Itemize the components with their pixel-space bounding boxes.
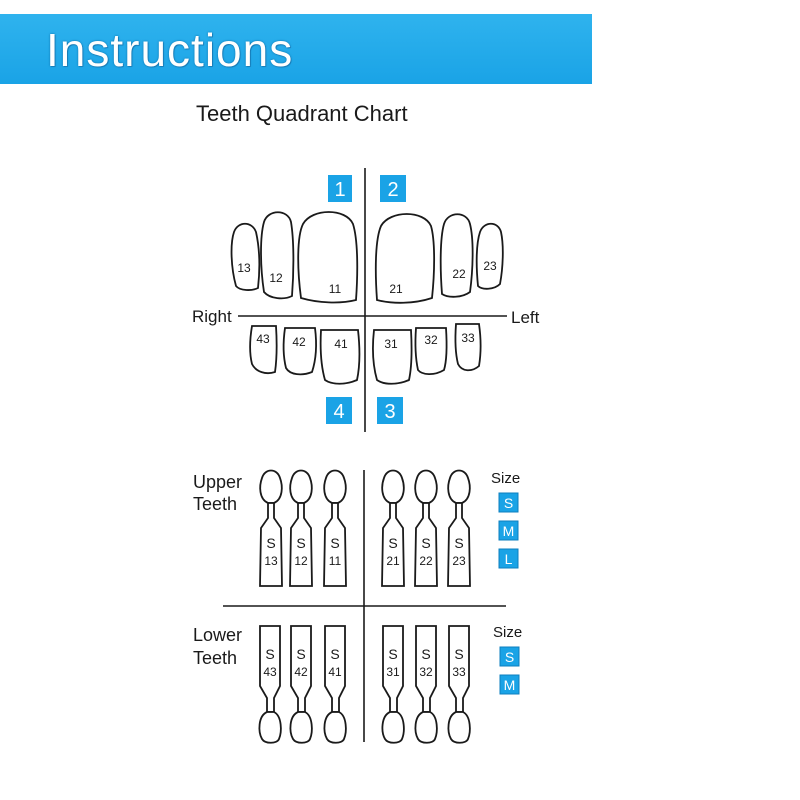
- upper-tray-22: S 22: [414, 469, 438, 587]
- upper-tray-23: S 23: [447, 469, 471, 587]
- svg-text:4: 4: [333, 401, 344, 423]
- svg-text:S: S: [388, 535, 397, 551]
- lower-tray-31: S 31: [381, 625, 405, 744]
- upper-tray-11: S 11: [323, 469, 347, 587]
- svg-text:S: S: [388, 646, 397, 662]
- lower-size-s-badge: S: [499, 646, 520, 667]
- tooth-12: 12: [260, 211, 295, 300]
- svg-text:2: 2: [387, 179, 398, 201]
- svg-text:33: 33: [452, 665, 466, 679]
- quadrant-badge-3: 3: [377, 397, 403, 424]
- upper-tray-13: S 13: [259, 469, 283, 587]
- svg-text:S: S: [330, 535, 339, 551]
- svg-text:S: S: [265, 646, 274, 662]
- tooth-31: 31: [372, 329, 413, 385]
- tooth-33: 33: [454, 323, 482, 372]
- quadrant-badge-1: 1: [328, 175, 352, 202]
- svg-text:21: 21: [389, 282, 403, 296]
- svg-text:S: S: [296, 646, 305, 662]
- lower-tray-42: S 42: [289, 625, 313, 744]
- tooth-13: 13: [230, 222, 261, 291]
- chart-title: Teeth Quadrant Chart: [196, 101, 408, 126]
- svg-text:3: 3: [384, 401, 395, 423]
- lower-teeth-label-line1: Lower: [193, 625, 242, 645]
- svg-text:31: 31: [384, 337, 398, 351]
- svg-text:42: 42: [294, 665, 308, 679]
- tooth-21: 21: [374, 213, 436, 304]
- svg-text:23: 23: [483, 259, 497, 273]
- svg-text:S: S: [421, 535, 430, 551]
- upper-size-l-badge: L: [498, 548, 519, 569]
- svg-text:S: S: [330, 646, 339, 662]
- svg-text:S: S: [296, 535, 305, 551]
- svg-text:S: S: [266, 535, 275, 551]
- svg-text:41: 41: [334, 337, 348, 351]
- upper-size-s-badge: S: [498, 492, 519, 513]
- tooth-11: 11: [297, 211, 359, 304]
- svg-text:13: 13: [237, 261, 251, 275]
- upper-tray-21: S 21: [381, 469, 405, 587]
- upper-teeth-label-line2: Teeth: [193, 494, 237, 514]
- svg-text:12: 12: [269, 271, 283, 285]
- lower-size-m-badge: M: [499, 674, 520, 695]
- tooth-42: 42: [282, 327, 317, 376]
- svg-text:32: 32: [424, 333, 438, 347]
- svg-text:43: 43: [256, 332, 270, 346]
- banner-title: Instructions: [46, 24, 294, 76]
- svg-text:S: S: [454, 646, 463, 662]
- upper-tray-12: S 12: [289, 469, 313, 587]
- svg-text:12: 12: [294, 554, 308, 568]
- svg-text:S: S: [454, 535, 463, 551]
- upper-teeth-label-line1: Upper: [193, 472, 242, 492]
- svg-text:13: 13: [264, 554, 278, 568]
- lower-tray-41: S 41: [323, 625, 347, 744]
- svg-text:1: 1: [334, 179, 345, 201]
- svg-text:M: M: [503, 523, 515, 539]
- svg-text:21: 21: [386, 554, 400, 568]
- svg-text:22: 22: [452, 267, 466, 281]
- svg-text:33: 33: [461, 331, 475, 345]
- upper-size-title: Size: [491, 470, 520, 487]
- tooth-43: 43: [249, 325, 278, 375]
- svg-text:42: 42: [292, 335, 306, 349]
- instructions-banner: Instructions: [0, 14, 592, 84]
- svg-text:S: S: [421, 646, 430, 662]
- svg-text:31: 31: [386, 665, 400, 679]
- quadrant-badge-2: 2: [380, 175, 406, 202]
- svg-text:41: 41: [328, 665, 342, 679]
- svg-text:43: 43: [263, 665, 277, 679]
- svg-text:S: S: [504, 495, 513, 511]
- svg-text:L: L: [505, 551, 513, 567]
- tooth-22: 22: [439, 213, 474, 298]
- lower-size-title: Size: [493, 624, 522, 641]
- lower-tray-43: S 43: [258, 625, 282, 744]
- right-side-label: Right: [192, 307, 232, 326]
- svg-text:32: 32: [419, 665, 433, 679]
- svg-text:22: 22: [419, 554, 433, 568]
- svg-text:23: 23: [452, 554, 466, 568]
- quadrant-badge-4: 4: [326, 397, 352, 424]
- svg-text:11: 11: [329, 554, 342, 568]
- svg-text:S: S: [505, 649, 514, 665]
- tooth-32: 32: [414, 327, 448, 376]
- lower-tray-33: S 33: [447, 625, 471, 744]
- upper-size-m-badge: M: [498, 520, 519, 541]
- lower-teeth-label-line2: Teeth: [193, 648, 237, 668]
- tooth-41: 41: [319, 329, 361, 385]
- svg-text:M: M: [504, 677, 516, 693]
- lower-tray-32: S 32: [414, 625, 438, 744]
- left-side-label: Left: [511, 308, 540, 327]
- svg-text:11: 11: [329, 282, 342, 296]
- tooth-23: 23: [475, 222, 504, 290]
